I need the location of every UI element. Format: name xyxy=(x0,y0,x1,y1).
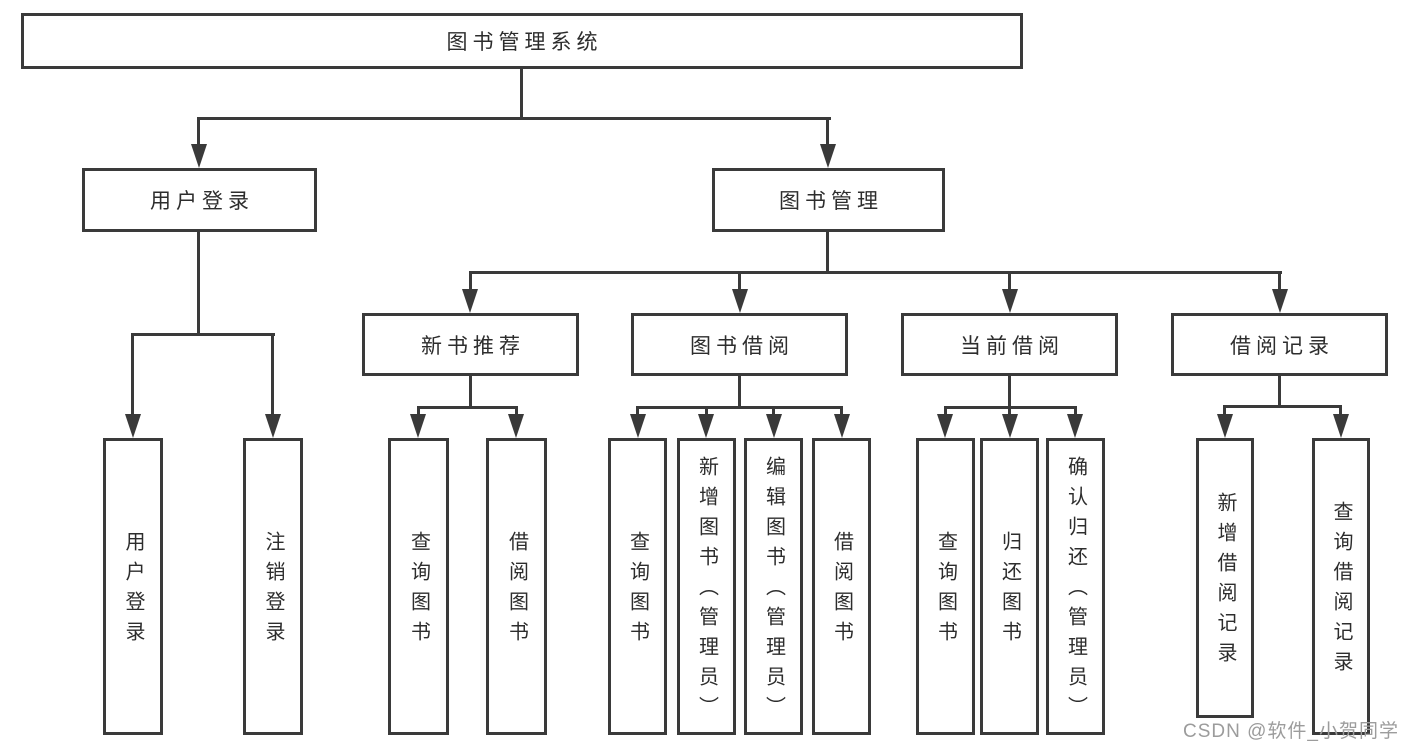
connector-book-borrowing-trunk xyxy=(738,376,741,409)
connector-current-borrowing-trunk xyxy=(1008,376,1011,409)
connector-stub-user-login xyxy=(197,117,200,146)
connector-stub-book-borrowing xyxy=(738,271,741,292)
node-root: 图书管理系统 xyxy=(21,13,1023,69)
connector-stub-query-borrow-record xyxy=(1339,405,1342,418)
connector-stub-borrowing-records xyxy=(1278,271,1281,292)
connector-borrowing-records-bar xyxy=(1224,405,1342,408)
arrowhead-borrow-books-2 xyxy=(834,414,850,438)
leaf-query-books-3: 查询图书 xyxy=(916,438,975,735)
leaf-user-login-label: 用户登录 xyxy=(122,530,144,651)
arrowhead-query-books-1 xyxy=(410,414,426,438)
node-book-borrowing-label: 图书借阅 xyxy=(690,334,794,358)
leaf-edit-book-admin: 编辑图书（管理员） xyxy=(744,438,803,735)
arrowhead-query-borrow-record xyxy=(1333,414,1349,438)
arrowhead-borrowing-records xyxy=(1272,289,1288,313)
connector-new-book-trunk xyxy=(469,376,472,409)
connector-stub-leaf-user-login xyxy=(131,333,134,418)
arrowhead-add-borrow-record xyxy=(1217,414,1233,438)
connector-stub-book-management xyxy=(826,117,829,146)
connector-book-borrowing-bar xyxy=(637,406,843,409)
arrowhead-leaf-logout xyxy=(265,414,281,438)
leaf-add-borrow-record: 新增借阅记录 xyxy=(1196,438,1254,718)
connector-book-management-bar xyxy=(469,271,1282,274)
leaf-add-book-admin: 新增图书（管理员） xyxy=(677,438,736,735)
leaf-borrow-books-2: 借阅图书 xyxy=(812,438,871,735)
connector-stub-edit-book xyxy=(772,406,775,418)
leaf-query-borrow-record: 查询借阅记录 xyxy=(1312,438,1370,735)
leaf-confirm-return-admin-label: 确认归还（管理员） xyxy=(1064,455,1087,726)
connector-stub-query-books-2 xyxy=(636,406,639,418)
connector-stub-confirm-return xyxy=(1074,406,1077,418)
connector-borrowing-records-trunk xyxy=(1278,376,1281,408)
arrowhead-edit-book xyxy=(766,414,782,438)
node-new-book-recommendation-label: 新书推荐 xyxy=(421,334,525,358)
node-current-borrowing-label: 当前借阅 xyxy=(960,334,1064,358)
connector-stub-add-book xyxy=(705,406,708,418)
leaf-query-books-1: 查询图书 xyxy=(388,438,449,735)
leaf-add-book-admin-label: 新增图书（管理员） xyxy=(695,455,718,726)
arrowhead-return-book xyxy=(1002,414,1018,438)
connector-stub-current-borrowing xyxy=(1008,271,1011,292)
connector-stub-query-books-3 xyxy=(944,406,947,418)
connector-stub-leaf-logout xyxy=(271,333,274,418)
node-root-label: 图书管理系统 xyxy=(446,31,603,54)
leaf-borrow-books-2-label: 借阅图书 xyxy=(830,530,853,651)
arrowhead-user-login xyxy=(191,144,207,168)
leaf-query-books-1-label: 查询图书 xyxy=(407,530,430,651)
leaf-return-book: 归还图书 xyxy=(980,438,1039,735)
arrowhead-borrow-books-1 xyxy=(508,414,524,438)
leaf-edit-book-admin-label: 编辑图书（管理员） xyxy=(762,455,785,726)
arrowhead-book-borrowing xyxy=(732,289,748,313)
connector-stub-borrow-books-1 xyxy=(515,406,518,418)
connector-stub-add-borrow-record xyxy=(1223,405,1226,418)
connector-user-login-trunk xyxy=(197,232,200,336)
connector-root-bar xyxy=(198,117,831,120)
leaf-add-borrow-record-label: 新增借阅记录 xyxy=(1214,492,1236,672)
arrowhead-query-books-3 xyxy=(937,414,953,438)
connector-root-trunk xyxy=(520,69,523,120)
connector-book-management-trunk xyxy=(826,232,829,274)
node-book-borrowing: 图书借阅 xyxy=(631,313,848,376)
node-user-login: 用户登录 xyxy=(82,168,317,232)
leaf-query-books-3-label: 查询图书 xyxy=(934,530,957,651)
node-book-management-label: 图书管理 xyxy=(779,190,883,213)
arrowhead-query-books-2 xyxy=(630,414,646,438)
arrowhead-confirm-return xyxy=(1067,414,1083,438)
node-new-book-recommendation: 新书推荐 xyxy=(362,313,579,376)
connector-new-book-bar xyxy=(417,406,518,409)
watermark: CSDN @软件_小贺同学 xyxy=(1183,721,1399,742)
node-borrowing-records-label: 借阅记录 xyxy=(1230,334,1334,358)
leaf-return-book-label: 归还图书 xyxy=(998,530,1021,651)
node-current-borrowing: 当前借阅 xyxy=(901,313,1118,376)
node-book-management: 图书管理 xyxy=(712,168,945,232)
leaf-query-books-2: 查询图书 xyxy=(608,438,667,735)
connector-stub-borrow-books-2 xyxy=(840,406,843,418)
leaf-query-borrow-record-label: 查询借阅记录 xyxy=(1330,500,1352,681)
arrowhead-leaf-user-login xyxy=(125,414,141,438)
arrowhead-book-management xyxy=(820,144,836,168)
node-borrowing-records: 借阅记录 xyxy=(1171,313,1388,376)
connector-stub-query-books-1 xyxy=(417,406,420,418)
connector-user-login-bar xyxy=(131,333,275,336)
arrowhead-current-borrowing xyxy=(1002,289,1018,313)
leaf-borrow-books-1: 借阅图书 xyxy=(486,438,547,735)
arrowhead-new-book xyxy=(462,289,478,313)
leaf-borrow-books-1-label: 借阅图书 xyxy=(505,530,528,651)
leaf-logout-login-label: 注销登录 xyxy=(262,530,284,651)
connector-stub-new-book xyxy=(469,271,472,292)
arrowhead-add-book xyxy=(698,414,714,438)
leaf-query-books-2-label: 查询图书 xyxy=(626,530,649,651)
node-user-login-label: 用户登录 xyxy=(150,190,254,213)
leaf-confirm-return-admin: 确认归还（管理员） xyxy=(1046,438,1105,735)
leaf-logout-login: 注销登录 xyxy=(243,438,303,735)
connector-stub-return-book xyxy=(1008,406,1011,418)
leaf-user-login: 用户登录 xyxy=(103,438,163,735)
